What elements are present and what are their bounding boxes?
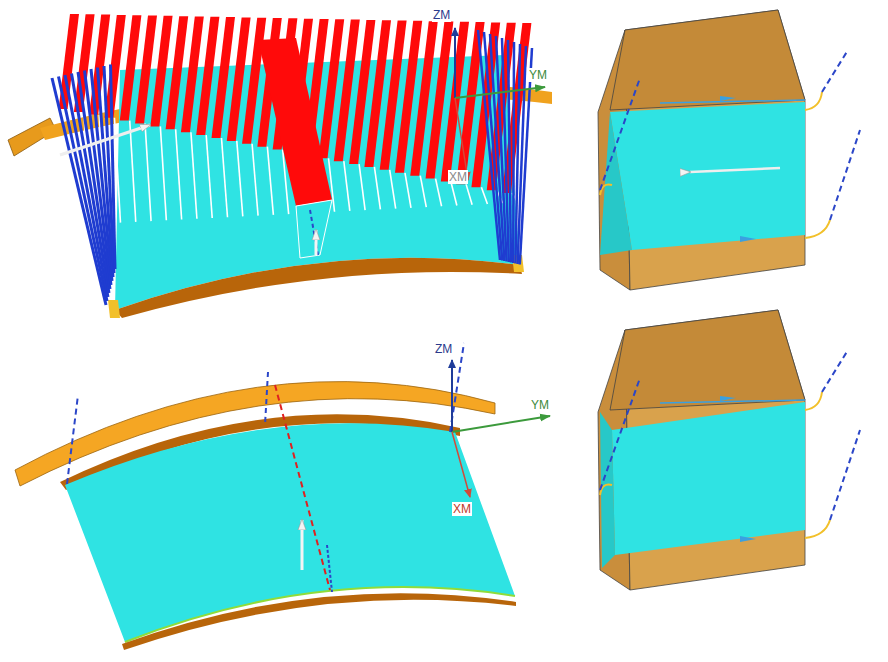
toolpath-view-top-part xyxy=(454,28,456,98)
corner-view-bottom-part xyxy=(830,430,860,520)
toolpath-view-bottom-part xyxy=(265,372,268,425)
toolpath-view-bottom-part xyxy=(451,360,453,432)
corner-view-bottom-part xyxy=(822,350,848,392)
toolpath-stripes-part xyxy=(441,22,469,182)
axis-label-ym: YM xyxy=(530,398,550,412)
toolpath-view-bottom-part xyxy=(122,593,516,650)
corner-view-bottom-part xyxy=(660,400,805,403)
toolpath-stripes-part xyxy=(436,179,442,207)
toolpath-stripes-part xyxy=(451,181,457,205)
toolpath-view-bottom-part xyxy=(275,385,330,590)
toolpath-stripes-part xyxy=(114,118,120,223)
corner-view-bottom-part xyxy=(740,536,756,542)
toolpath-view-top-part xyxy=(115,258,522,318)
corner-view-top-part xyxy=(690,168,780,172)
toolpath-view-bottom-part xyxy=(67,395,78,484)
toolpath-view-top-part xyxy=(60,125,150,155)
toolpath-stripes-part xyxy=(145,123,151,221)
corner-view-top-part xyxy=(805,92,822,110)
corner-view-top-part xyxy=(805,220,830,238)
corner-view-bottom-part xyxy=(610,310,805,410)
corner-view-top-part xyxy=(610,102,805,250)
toolpath-stripes-part xyxy=(252,144,258,216)
toolpath-view-top xyxy=(8,14,552,318)
toolpath-stripes xyxy=(59,14,532,225)
toolpath-stripes-part xyxy=(390,170,396,209)
corner-view-bottom-part xyxy=(720,396,736,401)
axis-label-xm: XM xyxy=(452,502,472,516)
corner-view-bottom-part xyxy=(600,378,640,490)
toolpath-view-bottom-part xyxy=(65,423,515,642)
corner-view-top-part xyxy=(600,112,632,255)
toolpath-view-top-part xyxy=(258,38,332,206)
toolpath-view-bottom-part xyxy=(452,416,550,432)
side-toolpath-lines-part xyxy=(508,40,511,263)
corner-view-top-part xyxy=(822,50,848,92)
corner-view-bottom-part xyxy=(612,402,805,555)
toolpath-stripes-part xyxy=(466,184,472,204)
toolpath-stripes-part xyxy=(344,161,350,211)
corner-view-top-part xyxy=(660,100,805,103)
toolpath-view-bottom-part xyxy=(301,520,304,570)
corner-view-top-part xyxy=(610,10,805,110)
toolpath-stripes-part xyxy=(374,167,380,209)
toolpath-view-bottom-part xyxy=(327,545,332,592)
toolpath-view-bottom xyxy=(15,343,550,650)
toolpath-stripes-part xyxy=(267,147,273,215)
toolpath-stripes-part xyxy=(191,132,197,219)
side-toolpath-lines-part xyxy=(111,65,116,270)
toolpath-stripes-part xyxy=(130,121,136,222)
toolpath-view-bottom-part xyxy=(452,432,470,497)
corner-view-top xyxy=(598,10,860,290)
axis-label-zm: ZM xyxy=(432,8,451,22)
corner-view-top-part xyxy=(600,78,640,190)
axis-label-zm: ZM xyxy=(434,342,453,356)
corner-view-bottom xyxy=(598,310,860,590)
side-toolpath-lines xyxy=(52,30,532,305)
toolpath-view-top-part xyxy=(296,200,332,258)
toolpath-stripes-part xyxy=(176,129,182,219)
toolpath-view-top-part xyxy=(108,300,120,318)
toolpath-stripes-part xyxy=(420,176,426,207)
axis-label-ym: YM xyxy=(528,68,548,82)
toolpath-stripes-part xyxy=(160,126,166,220)
axis-label-xm: XM xyxy=(448,170,468,184)
toolpath-view-bottom-part xyxy=(450,343,464,432)
corner-view-top-part xyxy=(740,236,756,242)
toolpath-stripes-part xyxy=(359,164,365,210)
toolpath-stripes-part xyxy=(221,138,227,217)
corner-view-bottom-part xyxy=(600,412,615,568)
corner-view-bottom-part xyxy=(805,520,830,538)
side-toolpath-lines-part xyxy=(512,42,515,263)
toolpath-view-top-part xyxy=(315,230,318,255)
toolpath-view-top-part xyxy=(455,98,468,180)
corner-view-top-part xyxy=(830,130,860,220)
toolpath-stripes-part xyxy=(481,187,487,204)
toolpath-view-top-part xyxy=(310,210,318,255)
corner-view-bottom-part xyxy=(805,392,822,410)
corner-view-top-part xyxy=(720,96,736,101)
toolpath-stripes-part xyxy=(405,173,411,208)
toolpath-stripes-part xyxy=(237,141,243,217)
toolpath-view-top-part xyxy=(455,87,545,98)
toolpath-stripes-part xyxy=(206,135,212,218)
